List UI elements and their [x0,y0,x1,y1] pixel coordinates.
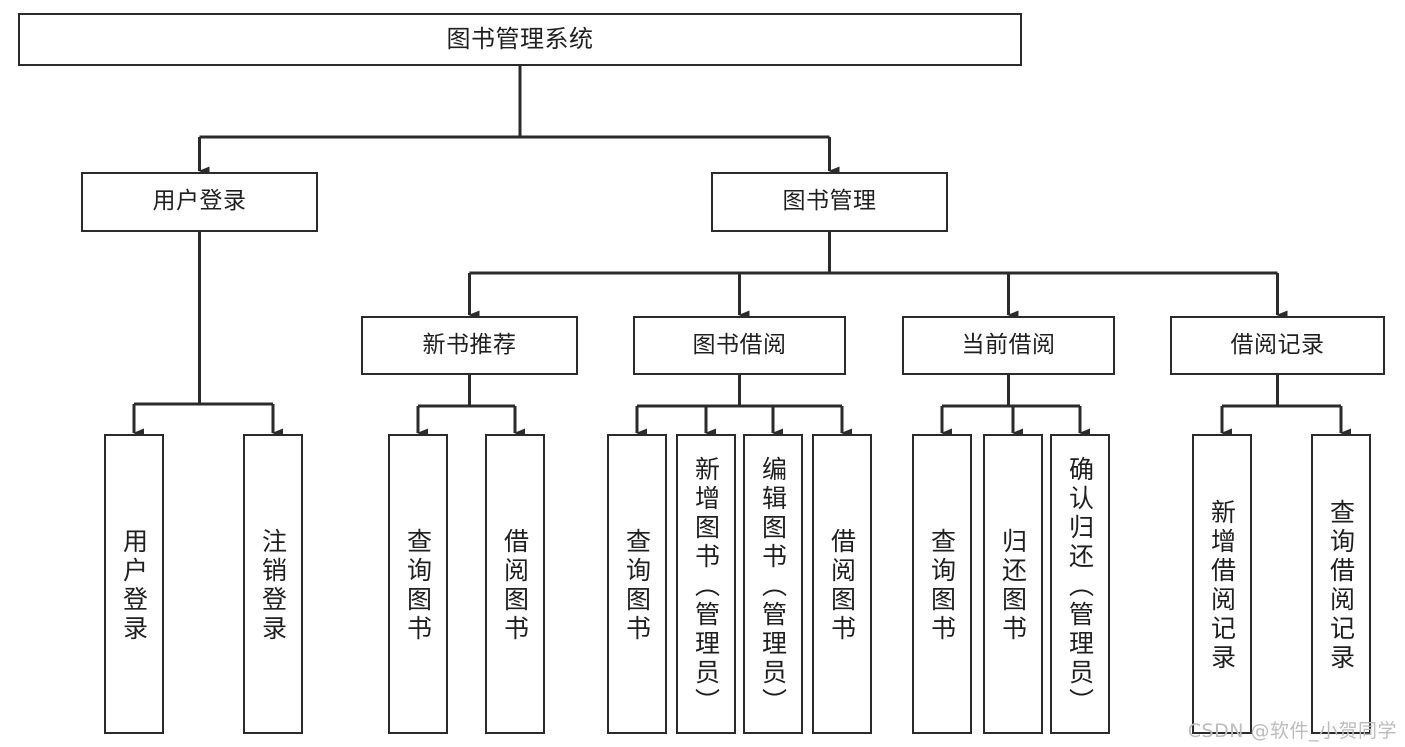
node-label: 查询借阅记录 [1326,499,1356,673]
node-newbook[interactable]: 新书推荐 [361,316,578,375]
node-root[interactable]: 图书管理系统 [18,13,1022,66]
connector-lines [132,66,1351,438]
node-label: 用户登录 [119,528,149,644]
node-leaf6[interactable]: 新增图书（管理员） [676,434,736,734]
node-leaf11[interactable]: 确认归还（管理员） [1050,434,1110,734]
node-label: 用户登录 [152,188,247,215]
node-leaf1[interactable]: 用户登录 [104,434,164,734]
node-label: 新增借阅记录 [1207,499,1237,673]
node-label: 确认归还（管理员） [1065,455,1095,717]
node-label: 新书推荐 [422,331,517,358]
node-leaf12[interactable]: 新增借阅记录 [1192,434,1252,734]
node-borrow[interactable]: 图书借阅 [633,316,846,375]
node-leaf4[interactable]: 借阅图书 [485,434,545,734]
node-leaf5[interactable]: 查询图书 [607,434,667,734]
node-label: 新增图书（管理员） [691,455,721,717]
node-label: 图书管理 [782,188,877,215]
node-label: 归还图书 [998,528,1028,644]
node-records[interactable]: 借阅记录 [1170,316,1385,375]
node-label: 借阅图书 [827,528,857,644]
node-label: 查询图书 [403,528,433,644]
node-label: 图书管理系统 [446,25,594,54]
node-login[interactable]: 用户登录 [81,172,318,232]
node-leaf3[interactable]: 查询图书 [388,434,448,734]
node-label: 借阅图书 [500,528,530,644]
node-label: 注销登录 [258,528,288,644]
node-label: 当前借阅 [961,331,1056,358]
node-label: 借阅记录 [1230,331,1325,358]
node-leaf2[interactable]: 注销登录 [243,434,303,734]
node-leaf13[interactable]: 查询借阅记录 [1311,434,1371,734]
node-label: 查询图书 [927,528,957,644]
node-leaf9[interactable]: 查询图书 [912,434,972,734]
node-label: 图书借阅 [692,331,787,358]
csdn-watermark: CSDN @软件_小贺同学 [1187,720,1397,742]
node-bookmgr[interactable]: 图书管理 [711,172,948,232]
node-label: 查询图书 [622,528,652,644]
node-current[interactable]: 当前借阅 [902,316,1115,375]
node-leaf8[interactable]: 借阅图书 [812,434,872,734]
node-leaf10[interactable]: 归还图书 [983,434,1043,734]
node-label: 编辑图书（管理员） [758,455,788,717]
node-leaf7[interactable]: 编辑图书（管理员） [743,434,803,734]
